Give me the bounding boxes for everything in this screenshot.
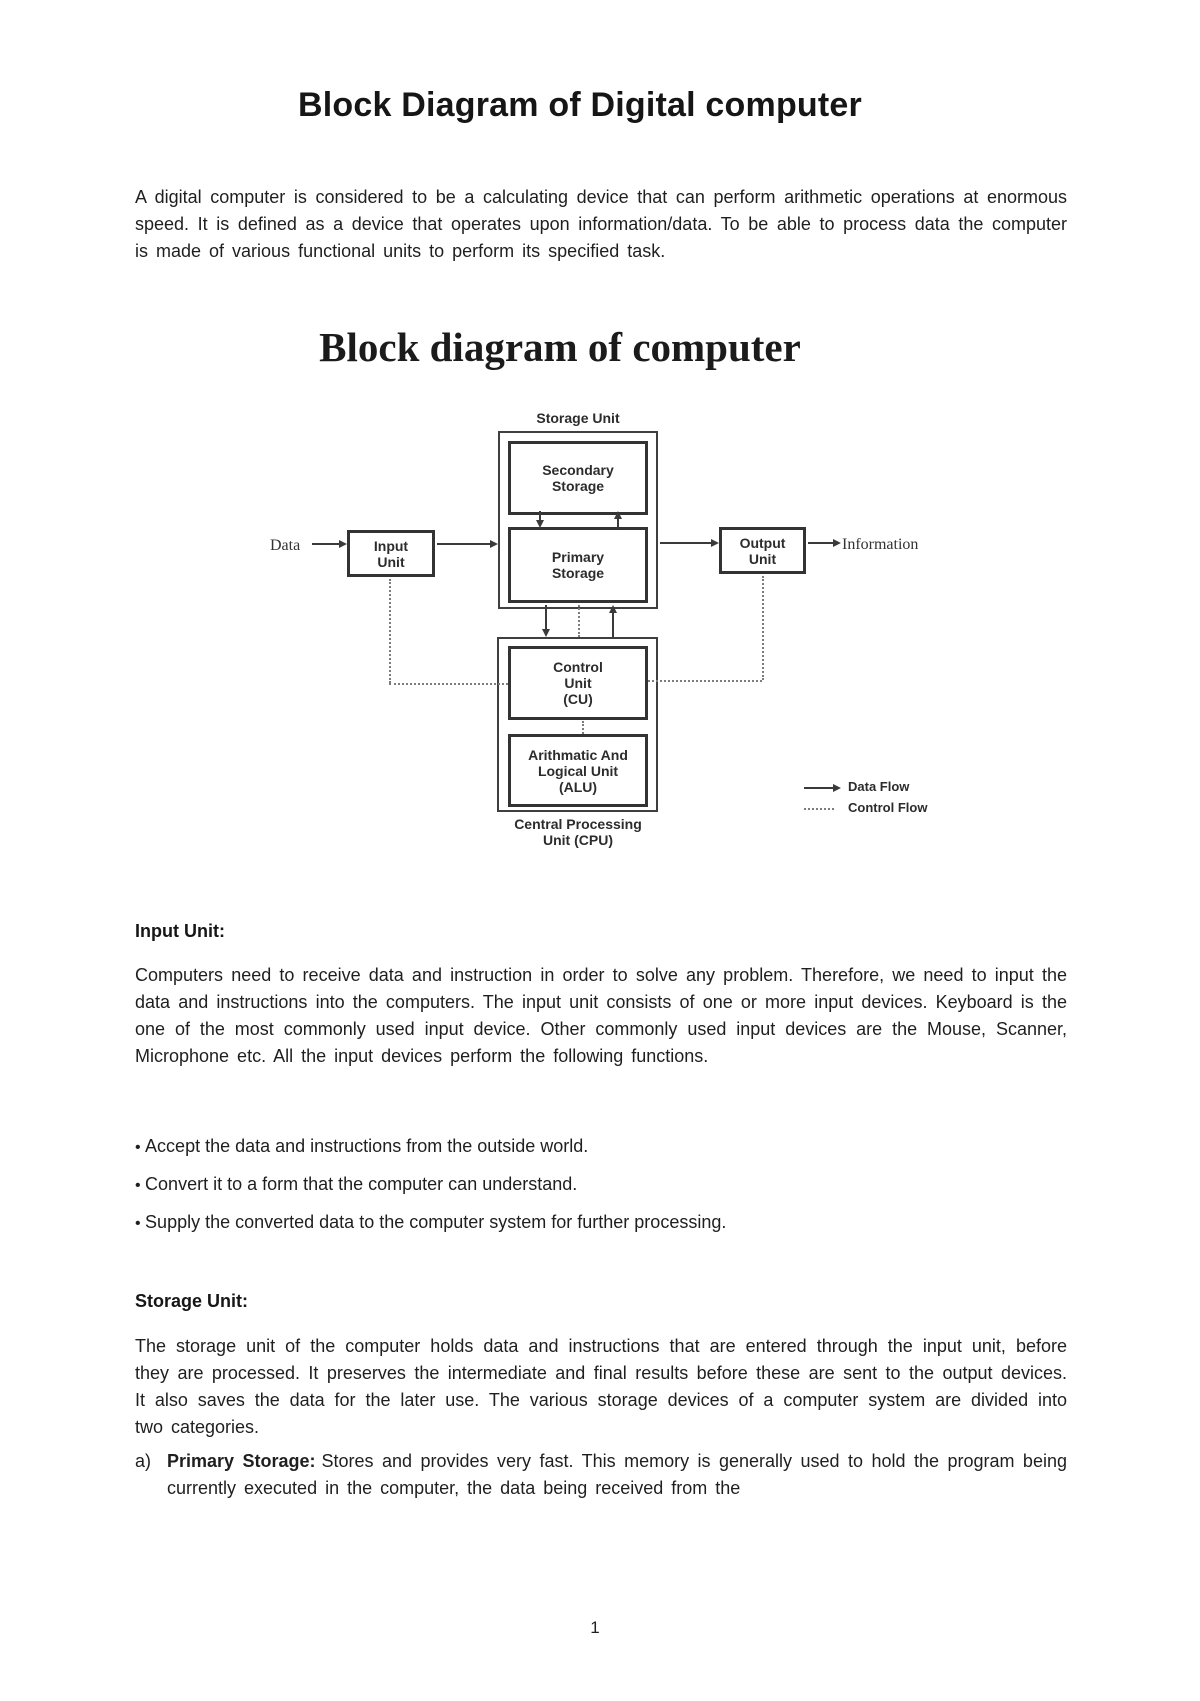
document-title: Block Diagram of Digital computer <box>298 86 862 124</box>
legend-data-flow-arrow-icon <box>833 784 841 792</box>
control-line-input-vertical <box>389 579 391 683</box>
arrow-secondary-to-primary <box>539 511 541 521</box>
cpu-caption-text: Central Processing Unit (CPU) <box>514 816 642 848</box>
control-line-output-horizontal <box>648 680 762 682</box>
alu-box: Arithmatic And Logical Unit (ALU) <box>508 734 648 807</box>
arrow-storage-to-output <box>660 542 712 544</box>
legend-control-flow-line-icon <box>804 808 834 810</box>
data-label: Data <box>270 537 301 554</box>
control-line-primary-cu <box>578 605 580 637</box>
primary-storage-box: Primary Storage <box>508 527 648 603</box>
arrowhead-storage-to-output-icon <box>711 539 719 547</box>
input-unit-label: Input Unit <box>373 537 409 570</box>
arrowhead-data-to-input-icon <box>339 540 347 548</box>
input-unit-heading: Input Unit: <box>135 921 225 941</box>
secondary-storage-box: Secondary Storage <box>508 441 648 515</box>
storage-unit-heading: Storage Unit: <box>135 1291 249 1311</box>
intro-paragraph: A digital computer is considered to be a… <box>135 187 1067 261</box>
arrow-primary-to-secondary <box>617 519 619 529</box>
arrowhead-output-to-information-icon <box>833 539 841 547</box>
bullet-item-supply: Supply the converted data to the compute… <box>135 1209 1067 1237</box>
arrow-data-to-input <box>312 543 340 545</box>
list-item-primary-storage: a) Primary Storage:Stores and provides v… <box>135 1448 1067 1502</box>
control-line-input-horizontal <box>389 683 508 685</box>
secondary-storage-label: Secondary Storage <box>542 462 614 494</box>
arrowhead-cu-to-primary-icon <box>609 605 617 613</box>
control-unit-box: Control Unit (CU) <box>508 646 648 720</box>
page-number: 1 <box>590 1618 600 1637</box>
storage-unit-paragraph: The storage unit of the computer holds d… <box>135 1336 1067 1437</box>
arrowhead-input-to-storage-icon <box>490 540 498 548</box>
arrow-input-to-storage <box>437 543 491 545</box>
input-unit-box: Input Unit <box>347 530 435 577</box>
arrow-output-to-information <box>808 542 834 544</box>
arrowhead-primary-to-cu-icon <box>542 629 550 637</box>
primary-storage-label: Primary Storage <box>551 549 605 581</box>
output-unit-box: Output Unit <box>719 527 806 574</box>
cpu-caption: Central Processing Unit (CPU) <box>488 816 668 848</box>
primary-storage-text: Stores and provides very fast. This memo… <box>167 1451 1067 1498</box>
primary-storage-term: Primary Storage: <box>167 1451 316 1471</box>
diagram-title: Block diagram of computer <box>319 324 801 370</box>
information-label: Information <box>842 536 919 553</box>
arrowhead-secondary-to-primary-icon <box>536 520 544 528</box>
control-unit-label: Control Unit (CU) <box>553 659 603 707</box>
bullet-item-convert: Convert it to a form that the computer c… <box>135 1171 1067 1199</box>
bullet-item-accept: Accept the data and instructions from th… <box>135 1133 1067 1161</box>
legend-data-flow-line-icon <box>804 787 834 789</box>
alu-label: Arithmatic And Logical Unit (ALU) <box>528 746 628 795</box>
input-unit-paragraph: Computers need to receive data and instr… <box>135 965 1067 1066</box>
legend-data-flow-label: Data Flow <box>848 779 910 794</box>
control-line-cu-alu <box>582 721 584 734</box>
arrow-primary-to-cu <box>545 605 547 630</box>
arrow-cu-to-primary <box>612 613 614 637</box>
arrowhead-primary-to-secondary-icon <box>614 511 622 519</box>
control-line-output-vertical <box>762 576 764 680</box>
output-unit-label: Output Unit <box>739 534 786 567</box>
legend-control-flow-label: Control Flow <box>848 800 928 815</box>
storage-unit-label: Storage Unit <box>536 410 620 426</box>
block-diagram-figure: Block diagram of computer Storage Unit S… <box>250 315 940 865</box>
list-marker-a: a) <box>135 1451 152 1471</box>
